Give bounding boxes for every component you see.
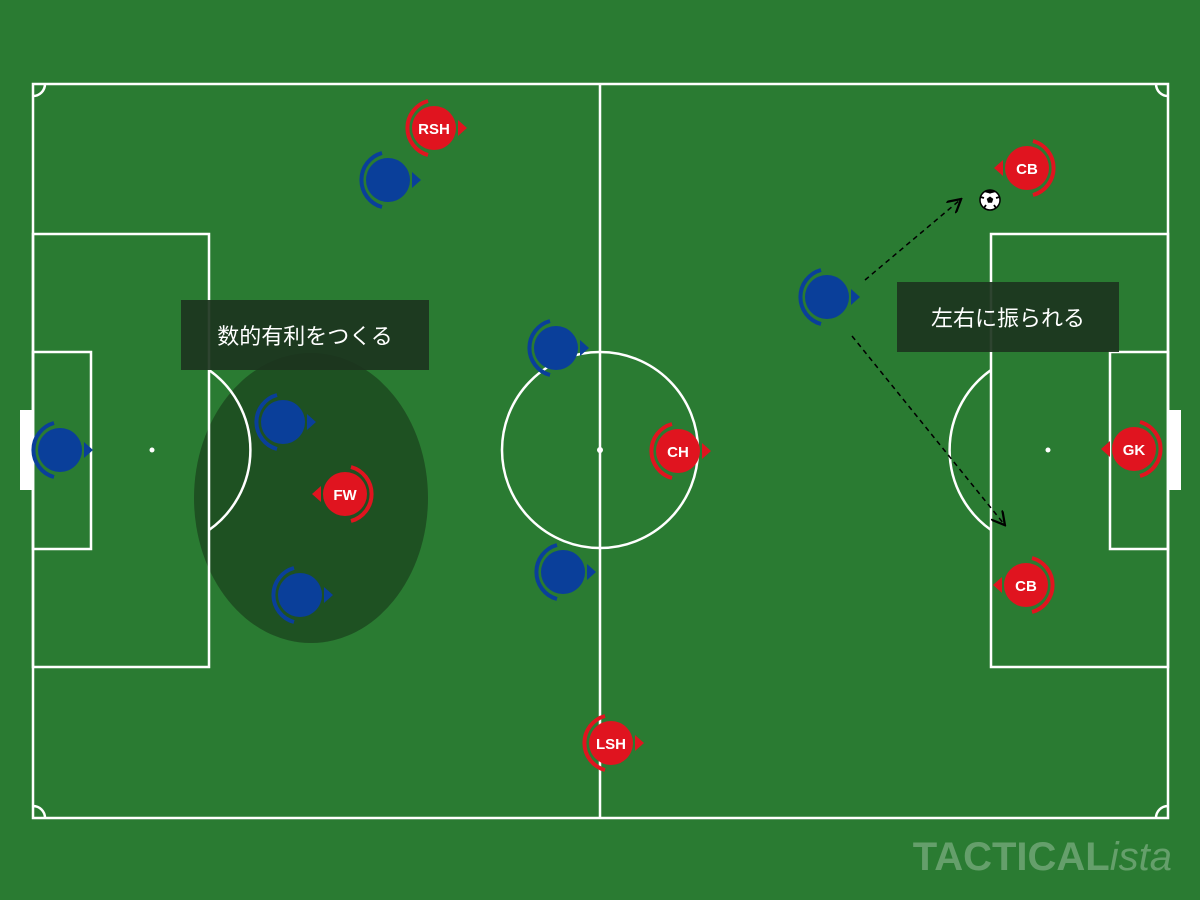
red-player-ch[interactable]: CH [649,422,711,480]
red-player-gk[interactable]: GK [1101,420,1163,478]
player-label: FW [333,487,357,504]
tacticalista-logo: TACTICALista [912,835,1172,879]
player-label: RSH [418,121,450,138]
blue-player-winger-top[interactable] [359,151,421,209]
blue-player-cb-left[interactable] [254,393,316,451]
pass-arrow-up [864,200,960,281]
overload-label: 数的有利をつくる [181,300,429,370]
player-label: LSH [596,736,626,753]
player-label: CH [667,444,689,461]
blue-player-mid-bottom[interactable] [534,543,596,601]
soccer-ball-icon[interactable] [979,189,1001,211]
left-goal [20,410,33,490]
right-goal [1168,410,1181,490]
blue-player-mid-top[interactable] [527,319,589,377]
red-player-lsh[interactable]: LSH [582,714,644,772]
overload-zone [194,353,428,643]
player-label: GK [1123,442,1146,459]
blue-player-forward[interactable] [798,268,860,326]
player-label: CB [1016,161,1038,178]
pass-arrow-down [851,335,1004,524]
switch-label: 左右に振られる [897,282,1119,352]
red-player-fw[interactable]: FW [312,465,374,523]
red-player-cb-top[interactable]: CB [994,139,1056,197]
blue-player-cb-right[interactable] [271,566,333,624]
red-player-cb-bottom[interactable]: CB [993,556,1055,614]
blue-player-gk[interactable] [31,421,93,479]
red-player-rsh[interactable]: RSH [405,99,467,157]
player-label: CB [1015,578,1037,595]
